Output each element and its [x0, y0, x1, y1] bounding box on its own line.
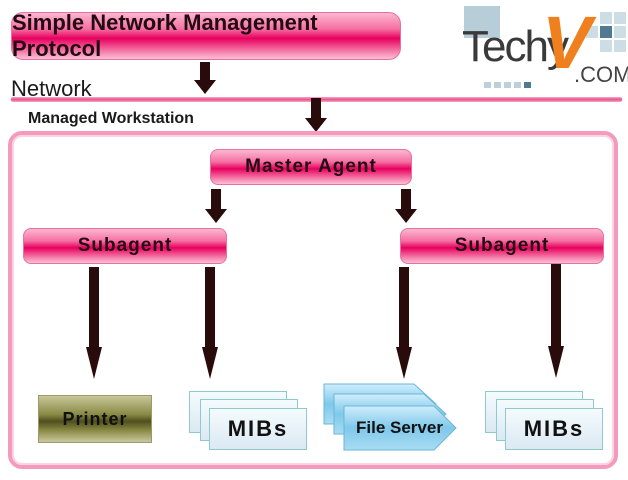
managed-workstation-frame	[8, 131, 618, 469]
subagent-label-right: Subagent	[454, 235, 550, 256]
workstation-label: Managed Workstation	[28, 110, 194, 127]
snmp-title: Simple Network Management Protocol	[12, 10, 318, 61]
file-server-card-front	[343, 405, 457, 451]
mibs-label-left: MIBs	[227, 416, 289, 441]
snmp-title-box: Simple Network Management Protocol	[11, 10, 401, 61]
subagent-box-right: Subagent	[400, 228, 604, 264]
logo-suffix: .COM	[574, 62, 628, 87]
techyv-logo: Techy V .COM	[460, 1, 628, 96]
mibs-label-right: MIBs	[523, 416, 585, 441]
master-agent-label: Master Agent	[245, 156, 377, 177]
file-server-stack	[323, 383, 457, 451]
file-server-label: File Server	[356, 418, 443, 437]
printer-box: Printer	[38, 395, 152, 443]
logo-brand: Techy	[462, 22, 569, 71]
master-agent-box: Master Agent	[210, 149, 412, 185]
mibs-stack-right: MIBs	[485, 391, 605, 451]
printer-label: Printer	[62, 408, 128, 429]
logo-accent: V	[542, 1, 592, 84]
network-label: Network	[11, 76, 92, 101]
subagent-box-left: Subagent	[23, 228, 227, 264]
mibs-stack-left: MIBs	[189, 391, 309, 451]
subagent-label-left: Subagent	[77, 235, 173, 256]
